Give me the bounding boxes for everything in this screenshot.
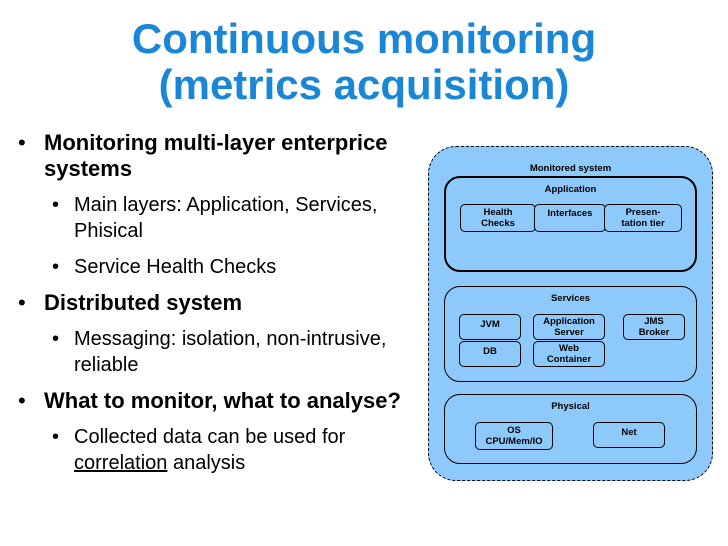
services-layer-label: Services bbox=[550, 293, 591, 304]
monitored-system-label: Monitored system bbox=[529, 163, 612, 174]
architecture-diagram: Monitored system Application Health Chec… bbox=[428, 146, 713, 481]
slide-title: Continuous monitoring (metrics acquisiti… bbox=[0, 16, 728, 108]
physical-layer-label: Physical bbox=[551, 401, 590, 412]
health-checks-component: Health Checks bbox=[460, 204, 536, 232]
bullet-list: • Monitoring multi-layer enterprice syst… bbox=[18, 130, 418, 486]
bullet-dot: • bbox=[52, 256, 60, 278]
sub-bullet-text-pre: Collected data can be used for bbox=[74, 426, 346, 448]
bullet-dot: • bbox=[52, 426, 60, 448]
title-line-2: (metrics acquisition) bbox=[158, 61, 570, 108]
db-component: DB bbox=[459, 341, 521, 367]
application-layer-label: Application bbox=[544, 184, 597, 195]
bullet-dot: • bbox=[18, 290, 26, 315]
sub-bullet-health-checks: • Service Health Checks bbox=[18, 254, 418, 280]
sub-bullet-text: Service Health Checks bbox=[74, 256, 277, 278]
jvm-component: JVM bbox=[459, 314, 521, 340]
bullet-text: Distributed system bbox=[44, 290, 243, 315]
sub-bullet-text: Messaging: isolation, non-intrusive, rel… bbox=[74, 328, 387, 376]
bullet-dot: • bbox=[52, 194, 60, 216]
net-component: Net bbox=[593, 422, 665, 448]
bullet-text: Monitoring multi-layer enterprice system… bbox=[44, 130, 388, 181]
jms-broker-component: JMS Broker bbox=[623, 314, 685, 340]
application-layer-box: Application Health Checks Interfaces Pre… bbox=[444, 176, 697, 272]
bullet-monitoring: • Monitoring multi-layer enterprice syst… bbox=[18, 130, 418, 182]
application-server-component: Application Server bbox=[533, 314, 605, 340]
sub-bullet-messaging: • Messaging: isolation, non-intrusive, r… bbox=[18, 326, 418, 378]
physical-layer-box: Physical OS CPU/Mem/IO Net bbox=[444, 394, 697, 464]
presentation-tier-component: Presen- tation tier bbox=[604, 204, 682, 232]
bullet-dot: • bbox=[52, 328, 60, 350]
os-component: OS CPU/Mem/IO bbox=[475, 422, 553, 450]
sub-bullet-text-post: analysis bbox=[167, 452, 246, 474]
web-container-component: Web Container bbox=[533, 341, 605, 367]
bullet-what-to-monitor: • What to monitor, what to analyse? bbox=[18, 388, 418, 414]
sub-bullet-main-layers: • Main layers: Application, Services, Ph… bbox=[18, 192, 418, 244]
sub-bullet-text: Main layers: Application, Services, Phis… bbox=[74, 194, 378, 242]
interfaces-component: Interfaces bbox=[534, 204, 606, 232]
bullet-distributed: • Distributed system bbox=[18, 290, 418, 316]
services-layer-box: Services JVM Application Server JMS Brok… bbox=[444, 286, 697, 382]
correlation-link-text: correlation bbox=[74, 452, 168, 474]
bullet-dot: • bbox=[18, 130, 26, 155]
sub-bullet-collected-data: • Collected data can be used for correla… bbox=[18, 424, 418, 476]
bullet-dot: • bbox=[18, 388, 26, 413]
bullet-text: What to monitor, what to analyse? bbox=[44, 388, 401, 413]
title-line-1: Continuous monitoring bbox=[131, 15, 597, 62]
